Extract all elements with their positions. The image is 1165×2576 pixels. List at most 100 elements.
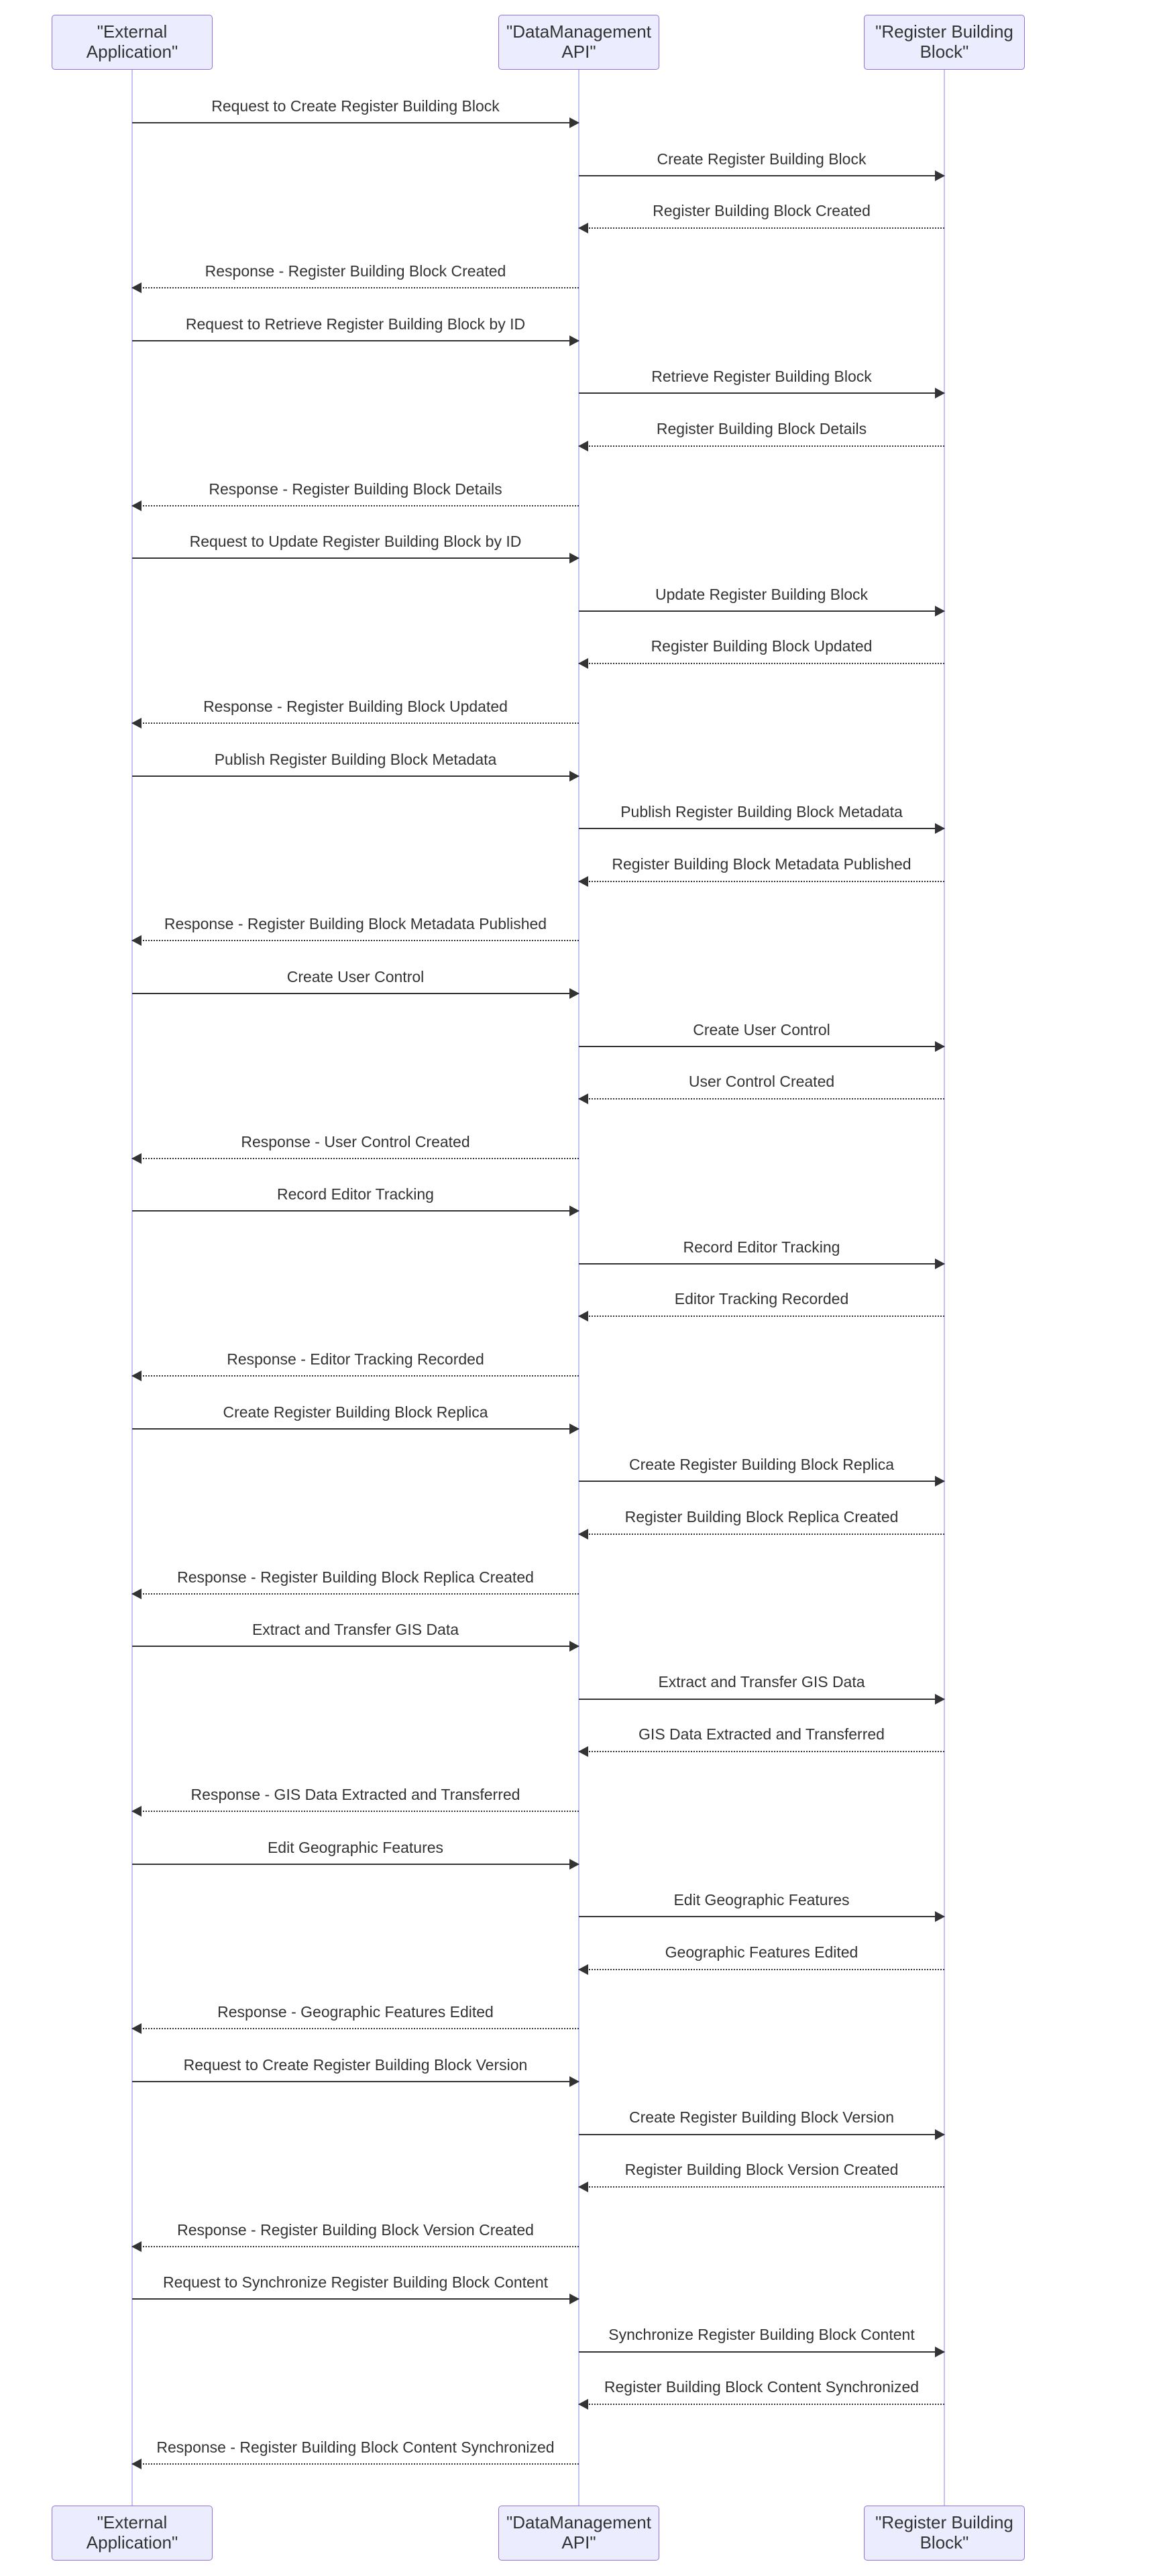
message-line <box>132 1428 579 1430</box>
message-line <box>132 992 579 994</box>
message-line <box>132 2028 579 2030</box>
message-label: GIS Data Extracted and Transferred <box>639 1725 885 1743</box>
message-line <box>579 392 944 394</box>
message-line <box>579 1915 944 1917</box>
actor-box-bottom-rbb[interactable]: "Register Building Block" <box>864 2506 1025 2561</box>
arrowhead-icon <box>578 1093 588 1104</box>
lifeline-rbb <box>944 70 945 2506</box>
message-label: Response - Register Building Block Metad… <box>164 914 547 932</box>
message-line <box>132 940 579 942</box>
message-label: Edit Geographic Features <box>267 1838 444 1856</box>
message-line <box>132 2080 579 2082</box>
arrowhead-icon <box>131 500 142 512</box>
arrowhead-icon <box>569 1858 579 1870</box>
lifeline-api <box>578 70 579 2506</box>
message-line <box>132 722 579 724</box>
arrowhead-icon <box>569 117 579 128</box>
arrowhead-icon <box>569 1423 579 1434</box>
message-line <box>132 775 579 777</box>
message-label: Publish Register Building Block Metadata <box>620 802 903 820</box>
arrowhead-icon <box>935 2129 945 2140</box>
message-line <box>579 1097 944 1099</box>
arrowhead-icon <box>569 1205 579 1216</box>
message-line <box>132 1811 579 1813</box>
arrowhead-icon <box>569 335 579 346</box>
arrowhead-icon <box>578 875 588 887</box>
message-line <box>132 2245 579 2247</box>
message-line <box>132 1210 579 1212</box>
message-label: Request to Create Register Building Bloc… <box>183 2055 528 2074</box>
message-line <box>579 1698 944 1700</box>
actor-box-bottom-external[interactable]: "External Application" <box>52 2506 213 2561</box>
message-line <box>132 1375 579 1377</box>
actor-label: "DataManagement API" <box>506 21 651 62</box>
message-label: Create User Control <box>693 1020 830 1038</box>
arrowhead-icon <box>131 2241 142 2252</box>
arrowhead-icon <box>131 935 142 947</box>
actor-box-bottom-api[interactable]: "DataManagement API" <box>498 2506 659 2561</box>
arrowhead-icon <box>935 387 945 398</box>
message-label: Register Building Block Updated <box>651 637 873 655</box>
arrowhead-icon <box>131 1371 142 1382</box>
message-label: Register Building Block Version Created <box>624 2161 899 2179</box>
message-line <box>579 2133 944 2135</box>
message-line <box>132 557 579 559</box>
message-label: Create Register Building Block Replica <box>223 1403 488 1421</box>
message-line <box>579 174 944 176</box>
message-line <box>579 2351 944 2353</box>
message-line <box>132 287 579 289</box>
arrowhead-icon <box>935 822 945 834</box>
message-line <box>579 1315 944 1317</box>
message-line <box>132 1863 579 1865</box>
message-line <box>579 1750 944 1752</box>
message-label: Register Building Block Details <box>656 420 867 438</box>
message-line <box>579 1968 944 1970</box>
arrowhead-icon <box>569 987 579 999</box>
arrowhead-icon <box>578 657 588 669</box>
message-label: Register Building Block Created <box>653 202 871 220</box>
arrowhead-icon <box>131 1153 142 1165</box>
actor-box-top-api[interactable]: "DataManagement API" <box>498 15 659 70</box>
message-label: Request to Retrieve Register Building Bl… <box>185 315 526 333</box>
arrowhead-icon <box>131 2459 142 2469</box>
arrowhead-icon <box>569 2293 579 2304</box>
arrowhead-icon <box>578 440 588 451</box>
message-line <box>579 662 944 664</box>
arrowhead-icon <box>569 770 579 782</box>
message-label: Extract and Transfer GIS Data <box>252 1620 459 1638</box>
arrowhead-icon <box>578 1310 588 1322</box>
arrowhead-icon <box>935 605 945 616</box>
arrowhead-icon <box>578 1964 588 1975</box>
actor-box-top-rbb[interactable]: "Register Building Block" <box>864 15 1025 70</box>
message-line <box>579 2186 944 2188</box>
message-label: Response - Register Building Block Versi… <box>177 2220 534 2239</box>
arrowhead-icon <box>935 170 945 181</box>
message-label: Synchronize Register Building Block Cont… <box>608 2326 915 2344</box>
actor-label: "External Application" <box>86 2512 178 2553</box>
message-label: Request to Create Register Building Bloc… <box>211 97 500 115</box>
message-line <box>579 445 944 447</box>
arrowhead-icon <box>935 2346 945 2357</box>
message-line <box>132 339 579 341</box>
lifeline-external <box>131 70 133 2506</box>
message-line <box>132 1158 579 1160</box>
message-label: Create Register Building Block <box>657 150 867 168</box>
message-label: Publish Register Building Block Metadata <box>214 750 497 768</box>
arrowhead-icon <box>578 1528 588 1540</box>
actor-label: "Register Building Block" <box>875 21 1013 62</box>
message-label: Edit Geographic Features <box>673 1890 850 1909</box>
message-label: Register Building Block Metadata Publish… <box>612 855 911 873</box>
actor-box-top-external[interactable]: "External Application" <box>52 15 213 70</box>
message-label: Request to Update Register Building Bloc… <box>189 532 522 550</box>
message-line <box>579 1263 944 1265</box>
message-label: Response - Register Building Block Creat… <box>205 262 506 280</box>
message-label: Create Register Building Block Replica <box>628 1455 895 1473</box>
arrowhead-icon <box>131 282 142 294</box>
message-label: Register Building Block Replica Created <box>624 1508 899 1526</box>
arrowhead-icon <box>578 2181 588 2192</box>
message-line <box>132 1645 579 1647</box>
arrowhead-icon <box>578 222 588 233</box>
arrowhead-icon <box>935 1040 945 1052</box>
arrowhead-icon <box>131 1589 142 1599</box>
